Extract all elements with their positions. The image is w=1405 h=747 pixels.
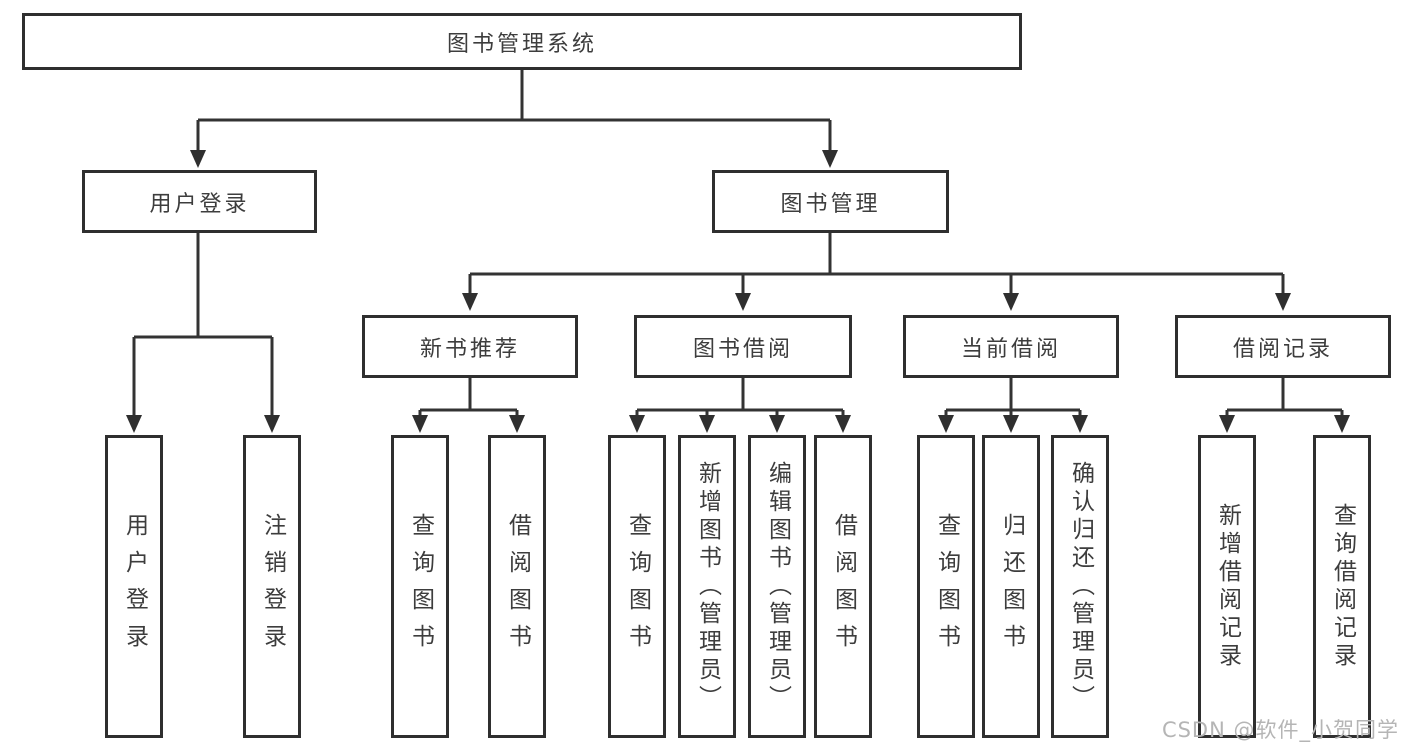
node-leaf-query-books-1: 查询图书 [391,435,449,738]
node-leaf-confirm-return-admin: 确认归还（管理员） [1051,435,1109,738]
leaf-label: 确认归还（管理员） [1067,460,1094,713]
node-leaf-query-borrow-record: 查询借阅记录 [1313,435,1371,738]
node-leaf-borrow-books-1: 借阅图书 [488,435,546,738]
node-leaf-query-books-2: 查询图书 [608,435,666,738]
leaf-label: 查询图书 [624,512,651,661]
node-leaf-add-borrow-record: 新增借阅记录 [1198,435,1256,738]
node-book-management: 图书管理 [712,170,949,233]
arrowheads [126,150,1350,433]
leaf-label: 查询图书 [933,512,960,661]
node-user-login: 用户登录 [82,170,317,233]
node-leaf-user-login: 用户登录 [105,435,163,738]
csdn-watermark: CSDN @软件_小贺同学 [1161,718,1399,742]
leaf-label: 新增图书（管理员） [694,460,721,713]
leaf-label: 借阅图书 [830,512,857,661]
node-borrow-records: 借阅记录 [1175,315,1391,378]
node-leaf-query-books-3: 查询图书 [917,435,975,738]
node-leaf-logout: 注销登录 [243,435,301,738]
leaf-label: 编辑图书（管理员） [764,460,791,713]
leaf-label: 新增借阅记录 [1214,502,1241,671]
leaf-label: 归还图书 [998,512,1025,661]
node-leaf-add-books-admin: 新增图书（管理员） [678,435,736,738]
leaf-label: 查询借阅记录 [1329,502,1356,671]
node-current-borrow: 当前借阅 [903,315,1119,378]
node-library-management-system: 图书管理系统 [22,13,1022,70]
node-leaf-return-books: 归还图书 [982,435,1040,738]
node-leaf-edit-books-admin: 编辑图书（管理员） [748,435,806,738]
node-book-borrow: 图书借阅 [634,315,852,378]
leaf-label: 注销登录 [259,512,286,661]
leaf-label: 查询图书 [407,512,434,661]
node-new-book-recommend: 新书推荐 [362,315,578,378]
leaf-label: 借阅图书 [504,512,531,661]
node-leaf-borrow-books-2: 借阅图书 [814,435,872,738]
leaf-label: 用户登录 [121,512,148,661]
